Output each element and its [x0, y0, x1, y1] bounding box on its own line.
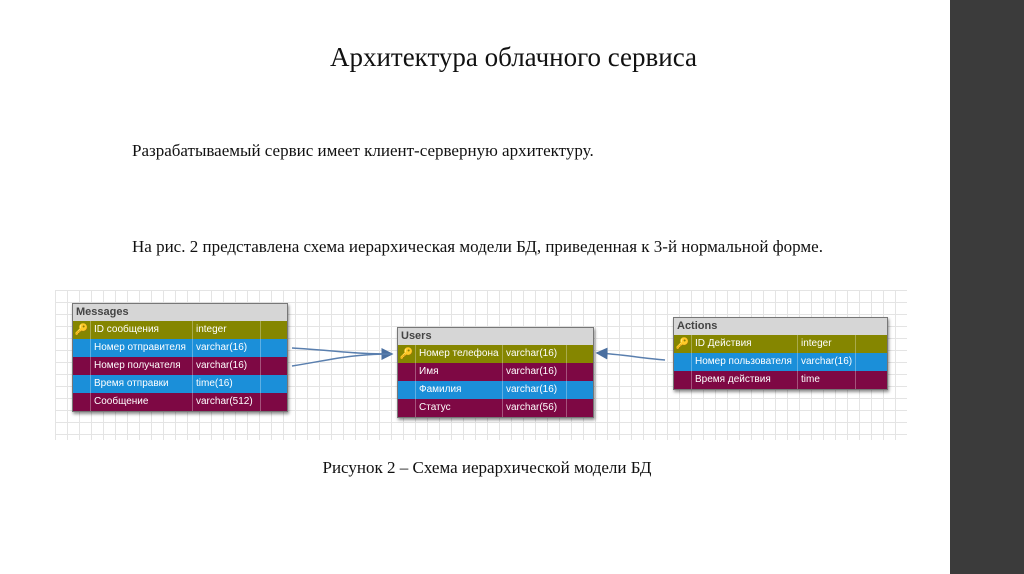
- row-marker: [674, 371, 692, 389]
- empty-cell: [567, 345, 593, 363]
- row-marker: [674, 353, 692, 371]
- row-marker: [73, 357, 91, 375]
- row-marker: [73, 375, 91, 393]
- field-name: Номер пользователя: [692, 353, 798, 371]
- row-marker: [73, 393, 91, 411]
- arrow-actions-to-users: [595, 347, 666, 361]
- figure-caption: Рисунок 2 – Схема иерархической модели Б…: [0, 458, 1024, 478]
- primary-key-icon: 🔑: [398, 345, 416, 363]
- field-name: Номер получателя: [91, 357, 193, 375]
- arrow-sender-to-users: [291, 347, 394, 360]
- field-type: varchar(56): [503, 399, 567, 417]
- field-type: time(16): [193, 375, 261, 393]
- field-type: varchar(16): [193, 357, 261, 375]
- empty-cell: [261, 357, 287, 375]
- row-marker: [73, 339, 91, 357]
- primary-key-icon: 🔑: [73, 321, 91, 339]
- field-type: varchar(16): [503, 363, 567, 381]
- empty-cell: [567, 363, 593, 381]
- primary-key-icon: 🔑: [674, 335, 692, 353]
- paragraph-figure-reference: На рис. 2 представлена схема иерархическ…: [132, 237, 823, 256]
- field-name: ID Действия: [692, 335, 798, 353]
- field-type: time: [798, 371, 856, 389]
- field-name: Имя: [416, 363, 503, 381]
- empty-cell: [567, 399, 593, 417]
- field-name: Время действия: [692, 371, 798, 389]
- row-marker: [398, 381, 416, 399]
- empty-cell: [856, 353, 887, 371]
- empty-cell: [261, 393, 287, 411]
- table-header[interactable]: Actions: [674, 318, 887, 335]
- row-marker: [398, 363, 416, 381]
- field-name: Статус: [416, 399, 503, 417]
- empty-cell: [261, 321, 287, 339]
- empty-cell: [856, 335, 887, 353]
- empty-cell: [261, 375, 287, 393]
- field-type: varchar(16): [798, 353, 856, 371]
- row-marker: [398, 399, 416, 417]
- slide-title-text: Архитектура облачного сервиса: [329, 42, 698, 72]
- field-type: varchar(16): [503, 345, 567, 363]
- field-type: varchar(512): [193, 393, 261, 411]
- field-type: varchar(16): [193, 339, 261, 357]
- empty-cell: [856, 371, 887, 389]
- figure-caption-text: Рисунок 2 – Схема иерархической модели Б…: [322, 458, 652, 477]
- field-type: integer: [193, 321, 261, 339]
- field-name: Сообщение: [91, 393, 193, 411]
- field-type: varchar(16): [503, 381, 567, 399]
- slide-title: Архитектура облачного сервиса: [0, 42, 1024, 73]
- empty-cell: [567, 381, 593, 399]
- dark-side-panel: [950, 0, 1024, 574]
- field-name: Номер телефона: [416, 345, 503, 363]
- field-name: Номер отправителя: [91, 339, 193, 357]
- field-name: ID сообщения: [91, 321, 193, 339]
- field-name: Время отправки: [91, 375, 193, 393]
- empty-cell: [261, 339, 287, 357]
- relationship-arrows: [291, 347, 666, 367]
- field-type: integer: [798, 335, 856, 353]
- arrow-receiver-to-users: [291, 353, 393, 367]
- field-name: Фамилия: [416, 381, 503, 399]
- table-header[interactable]: Users: [398, 328, 593, 345]
- paragraph-architecture: Разрабатываемый сервис имеет клиент-серв…: [132, 141, 594, 160]
- table-header[interactable]: Messages: [73, 304, 287, 321]
